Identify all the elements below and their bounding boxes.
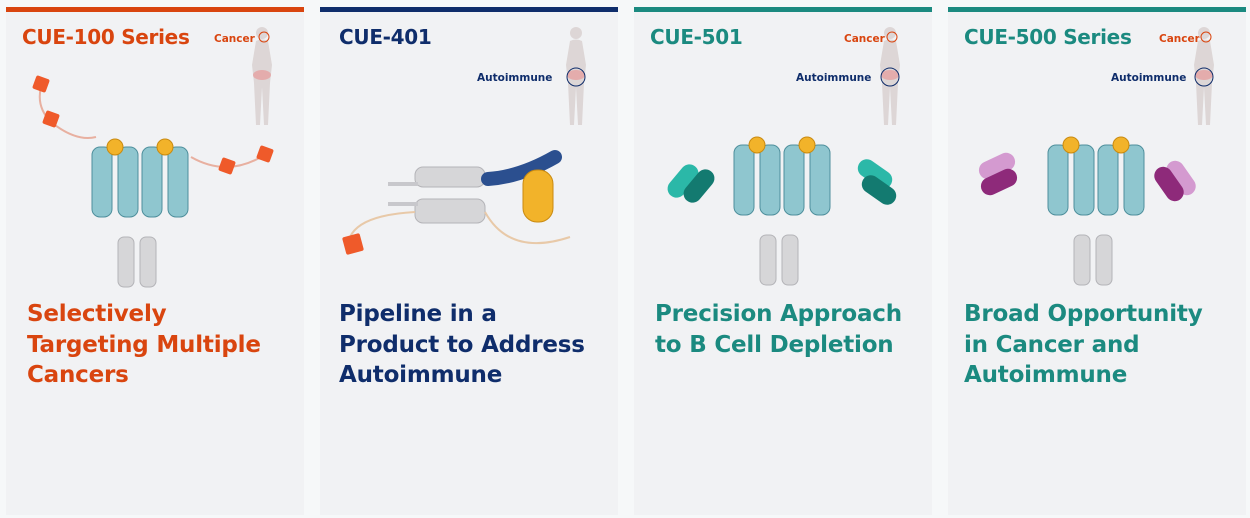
- human-body-icon: [566, 27, 586, 125]
- antibody-illustration: [667, 136, 897, 286]
- card-headline: Broad Opportunity in Cancer and Autoimmu…: [964, 299, 1203, 391]
- card-accent-bar: [948, 7, 1246, 12]
- fusion-protein-illustration: [342, 150, 571, 255]
- card-headline: Pipeline in a Product to Address Autoimm…: [339, 299, 585, 391]
- headline-line: Targeting Multiple: [27, 331, 261, 358]
- card-accent-bar: [320, 7, 618, 12]
- card-headline: Precision Approach to B Cell Depletion: [655, 299, 902, 360]
- headline-line: Pipeline in a: [339, 301, 497, 327]
- human-body-icon: [880, 27, 900, 125]
- card-title: CUE-401: [339, 25, 432, 49]
- headline-line: Cancers: [27, 362, 129, 388]
- cancer-label: Cancer: [214, 33, 255, 45]
- headline-line: to B Cell Depletion: [655, 331, 894, 358]
- card-cue-100[interactable]: CUE-100 Series Cancer Selectively Target…: [6, 7, 304, 515]
- card-title: CUE-501: [650, 25, 743, 49]
- card-cue-500[interactable]: CUE-500 Series Cancer Autoimmune Broad O…: [948, 7, 1246, 515]
- card-accent-bar: [634, 7, 932, 12]
- card-cue-501[interactable]: CUE-501 Cancer Autoimmune Precision Appr…: [634, 7, 932, 515]
- human-body-icon: [252, 27, 272, 125]
- card-accent-bar: [6, 7, 304, 12]
- headline-line: Broad Opportunity: [964, 301, 1203, 327]
- cancer-label: Cancer: [1159, 33, 1200, 45]
- headline-line: Autoimmune: [964, 362, 1128, 388]
- antibody-illustration: [32, 75, 274, 288]
- headline-line: Autoimmune: [339, 362, 503, 388]
- autoimmune-label: Autoimmune: [1111, 72, 1187, 84]
- card-cue-401[interactable]: CUE-401 Autoimmune Pipeline in a Product…: [320, 7, 618, 515]
- headline-line: Precision Approach: [655, 301, 902, 327]
- headline-line: Selectively: [27, 301, 167, 327]
- autoimmune-label: Autoimmune: [796, 72, 872, 84]
- card-headline: Selectively Targeting Multiple Cancers: [27, 299, 261, 391]
- autoimmune-label: Autoimmune: [477, 72, 553, 84]
- headline-line: Product to Address: [339, 331, 585, 358]
- card-title: CUE-500 Series: [964, 25, 1132, 49]
- antibody-illustration: [978, 136, 1196, 286]
- card-title: CUE-100 Series: [22, 25, 190, 49]
- cancer-label: Cancer: [844, 33, 885, 45]
- human-body-icon: [1194, 27, 1214, 125]
- headline-line: in Cancer and: [964, 331, 1140, 358]
